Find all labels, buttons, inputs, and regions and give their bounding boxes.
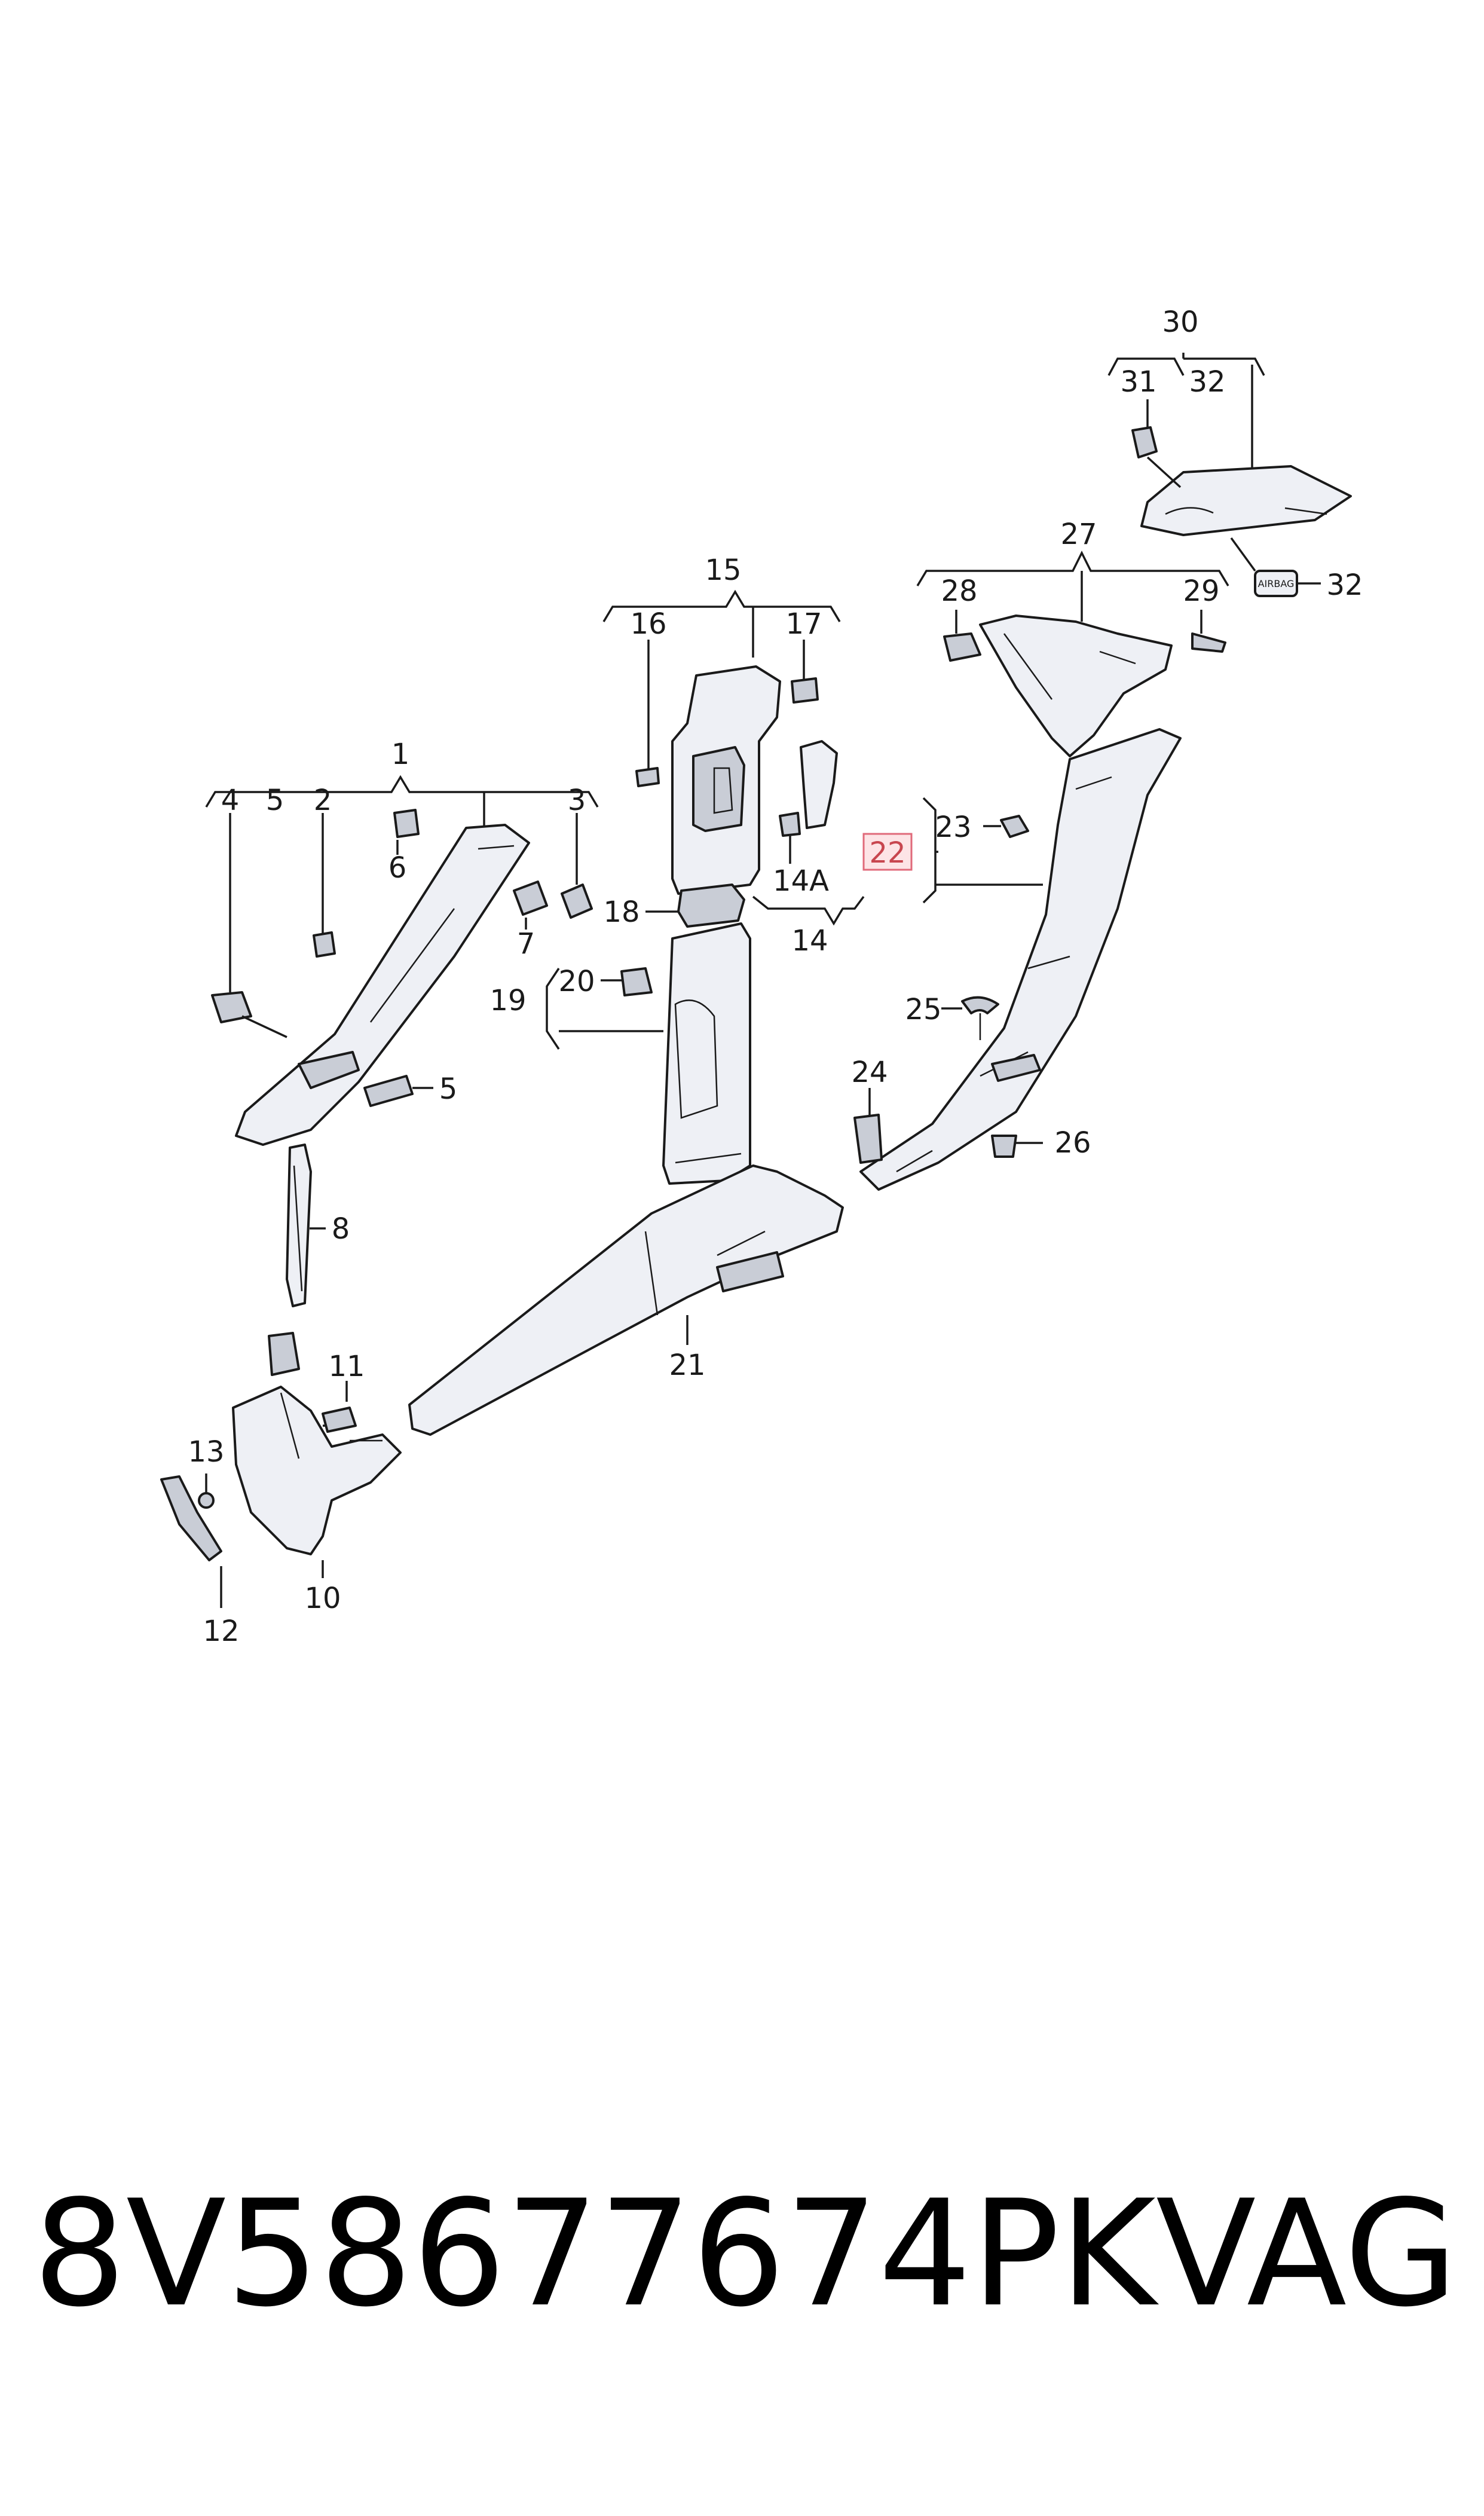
callout-20: 20 bbox=[558, 965, 595, 998]
callout-29: 29 bbox=[1183, 574, 1219, 608]
callout-30: 30 bbox=[1162, 305, 1198, 339]
part-number: 8V58677674PK bbox=[33, 2168, 1156, 2339]
lower-b-pillar-trim bbox=[546, 883, 751, 1185]
footer: 8V58677674PK VAG bbox=[33, 2169, 1458, 2339]
callout-5-right: 5 bbox=[439, 1072, 458, 1106]
callout-26: 26 bbox=[1054, 1126, 1091, 1160]
callout-10: 10 bbox=[304, 1582, 341, 1615]
rear-quarter-trim bbox=[853, 728, 1182, 1191]
callout-11: 11 bbox=[328, 1350, 365, 1383]
highlight-box-22 bbox=[862, 833, 913, 871]
callout-28: 28 bbox=[941, 574, 977, 608]
rear-shelf-trim: AIRBAG bbox=[1107, 353, 1352, 597]
callout-1: 1 bbox=[391, 738, 410, 771]
callout-3: 3 bbox=[568, 784, 586, 817]
callout-12: 12 bbox=[203, 1615, 239, 1648]
trim-strip bbox=[286, 1144, 326, 1307]
upper-b-pillar-trim bbox=[602, 589, 865, 926]
callout-31: 31 bbox=[1120, 365, 1156, 399]
callout-17: 17 bbox=[785, 607, 822, 641]
c-pillar-trim bbox=[916, 551, 1229, 757]
airbag-label: AIRBAG bbox=[1258, 578, 1295, 589]
callout-32-right: 32 bbox=[1326, 568, 1363, 602]
callout-21: 21 bbox=[669, 1349, 705, 1382]
callout-24: 24 bbox=[851, 1056, 888, 1089]
a-pillar-trim bbox=[205, 775, 599, 1146]
callout-4: 4 bbox=[221, 784, 240, 817]
callout-15: 15 bbox=[705, 554, 741, 587]
brand: VAG bbox=[1155, 2168, 1458, 2339]
callout-2: 2 bbox=[314, 784, 332, 817]
footwell-trim bbox=[160, 1332, 402, 1608]
callout-16: 16 bbox=[630, 607, 666, 641]
callout-8: 8 bbox=[332, 1212, 350, 1246]
callout-22: 22 bbox=[869, 836, 905, 870]
callout-14a: 14A bbox=[773, 864, 829, 898]
callout-19: 19 bbox=[489, 984, 526, 1017]
callout-6: 6 bbox=[388, 851, 407, 885]
callout-7: 7 bbox=[517, 927, 536, 961]
sill-trim bbox=[408, 1164, 844, 1436]
callout-13: 13 bbox=[188, 1435, 224, 1469]
callout-5-top: 5 bbox=[266, 784, 284, 817]
callout-27: 27 bbox=[1060, 518, 1097, 551]
callout-23: 23 bbox=[935, 811, 971, 844]
callout-14: 14 bbox=[791, 924, 828, 958]
callout-32-top: 32 bbox=[1189, 365, 1225, 399]
callout-25: 25 bbox=[905, 993, 941, 1026]
callout-18: 18 bbox=[603, 895, 640, 929]
